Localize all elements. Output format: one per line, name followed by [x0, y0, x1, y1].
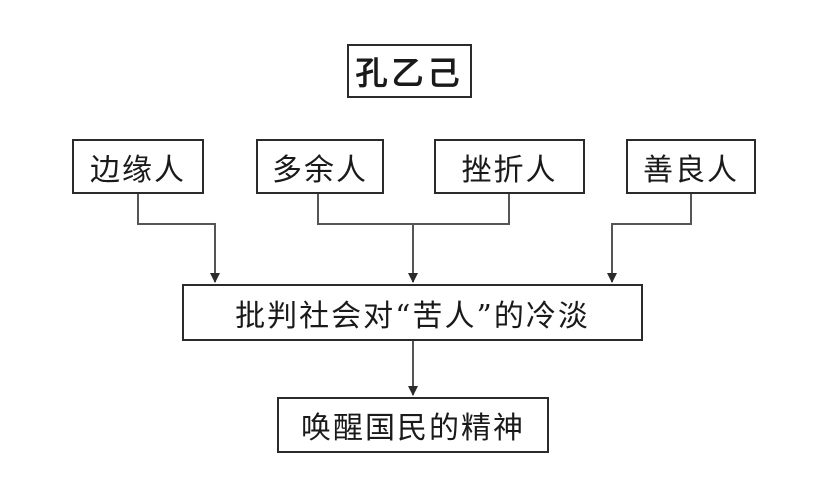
- connector-node2-to-merge: [317, 193, 510, 225]
- title-box: 孔乙己: [347, 44, 472, 98]
- connector-node1-to-theme: [137, 193, 220, 283]
- node-box-1: 边缘人: [72, 139, 204, 194]
- theme-text: 批判社会对“苦人”的冷淡: [235, 298, 590, 334]
- connector-node4-to-theme: [607, 193, 692, 283]
- purpose-box: 唤醒国民的精神: [277, 397, 549, 453]
- title-text: 孔乙己: [355, 54, 464, 92]
- node-label-2: 多余人: [272, 152, 368, 188]
- node-box-3: 挫折人: [434, 139, 585, 194]
- node-label-3: 挫折人: [461, 152, 558, 188]
- node-box-2: 多余人: [256, 139, 384, 194]
- node-label-1: 边缘人: [90, 152, 186, 188]
- node-label-4: 善良人: [643, 152, 739, 188]
- purpose-text: 唤醒国民的精神: [301, 411, 525, 446]
- theme-box: 批判社会对“苦人”的冷淡: [182, 284, 643, 341]
- node-box-4: 善良人: [626, 139, 756, 194]
